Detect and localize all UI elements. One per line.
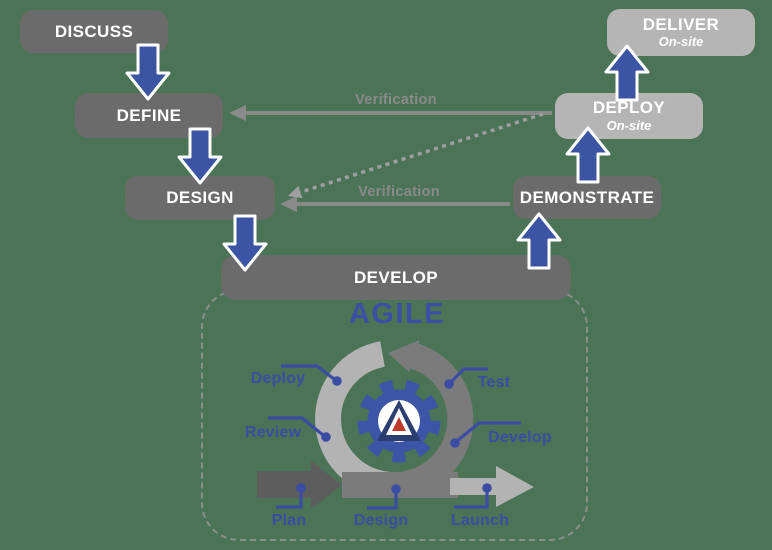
flow-arrows	[125, 43, 650, 272]
flow-box-design: DESIGN	[125, 176, 275, 220]
verification-arrowhead-top-icon	[229, 105, 246, 121]
flow-box-deliver: DELIVER On-site	[607, 9, 755, 56]
define-label: DEFINE	[116, 105, 182, 125]
cycle-label-deploy: Deploy	[250, 370, 306, 387]
design-label: DESIGN	[166, 188, 234, 208]
flow-box-discuss: DISCUSS	[20, 10, 168, 53]
demonstrate-label: DEMONSTRATE	[519, 187, 655, 207]
cycle-label-develop: Develop	[488, 429, 552, 446]
cycle-label-review: Review	[244, 424, 302, 441]
cycle-label-plan: Plan	[271, 512, 307, 529]
cycle-label-launch: Launch	[450, 512, 510, 529]
dashed-diagonal-line	[297, 112, 544, 195]
flow-box-define: DEFINE	[75, 93, 223, 138]
verification-label-top: Verification	[355, 92, 437, 108]
deploy-label: DEPLOY	[592, 98, 666, 118]
verification-arrowhead-bottom-icon	[280, 196, 297, 212]
cycle-label-design: Design	[353, 512, 409, 529]
flow-box-demonstrate: DEMONSTRATE	[513, 176, 661, 219]
flow-box-develop: DEVELOP	[221, 255, 571, 300]
agile-title: AGILE	[348, 298, 446, 330]
dashed-diagonal-arrowhead-icon	[288, 185, 303, 199]
verification-label-bottom: Verification	[358, 184, 440, 200]
develop-label: DEVELOP	[353, 267, 439, 287]
cycle-label-test: Test	[477, 374, 511, 391]
flow-box-deploy: DEPLOY On-site	[555, 93, 703, 139]
down-arrow-discuss-define-icon	[125, 43, 171, 101]
discuss-label: DISCUSS	[54, 21, 134, 41]
deliver-label: DELIVER	[642, 14, 720, 34]
deploy-sublabel: On-site	[606, 117, 652, 133]
deliver-sublabel: On-site	[658, 34, 704, 50]
